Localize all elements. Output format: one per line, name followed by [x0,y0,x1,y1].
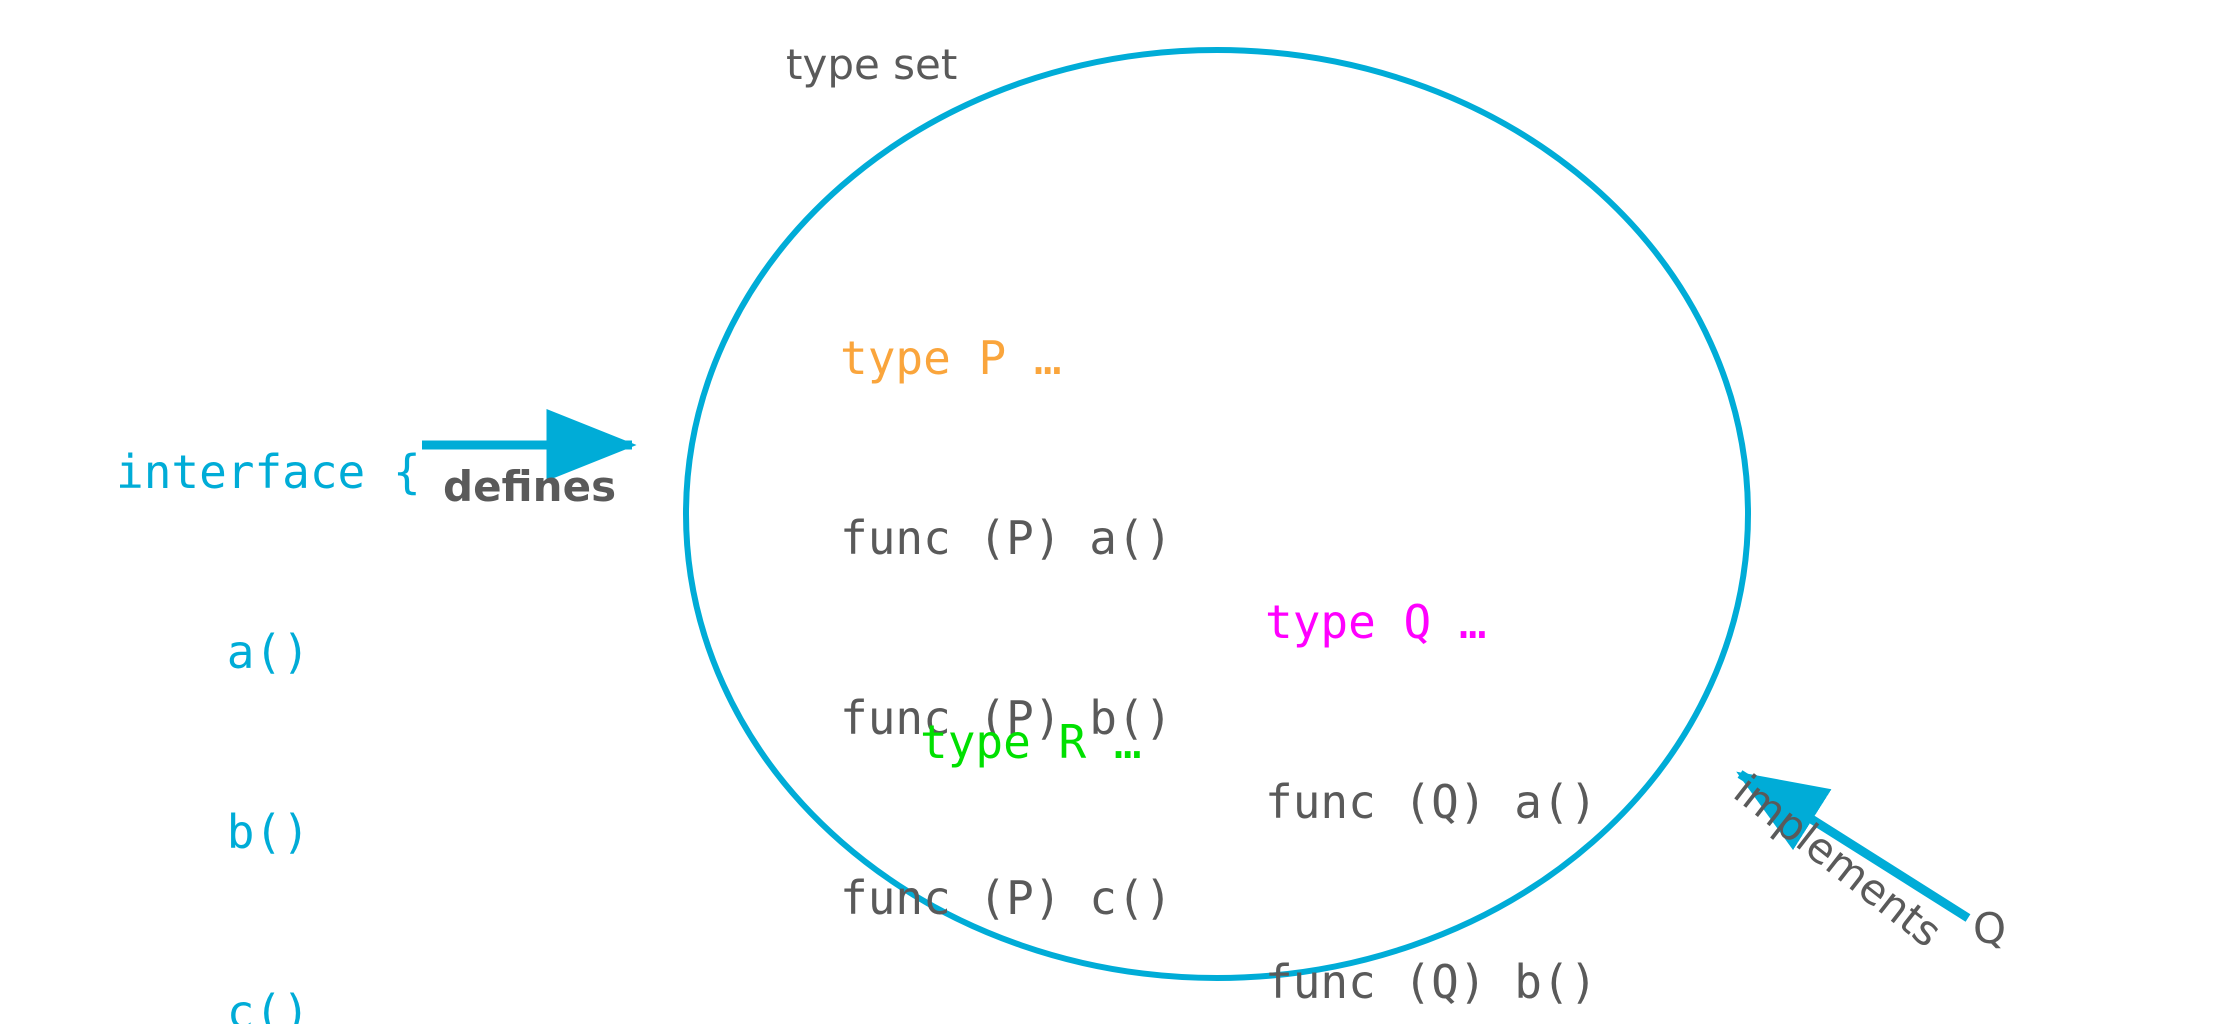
type-q-block: type Q … func (Q) a() func (Q) b() func … [1265,472,1597,1024]
type-r-block: type R … [920,592,1142,892]
type-q-method-0: func (Q) a() [1265,775,1598,829]
type-set-ellipse [683,47,1751,981]
implements-source-label: Q [1973,904,2007,953]
interface-line-3: c() [116,985,310,1024]
type-set-label: type set [786,40,958,89]
type-p-method-1: func (P) b() [840,691,1173,745]
interface-line-2: b() [116,805,310,859]
type-p-method-2: func (P) c() [840,871,1173,925]
defines-label: defines [443,462,617,511]
type-r-heading: type R … [920,715,1142,769]
interface-line-0: interface { [116,445,421,499]
type-p-method-0: func (P) a() [840,511,1173,565]
type-q-method-1: func (Q) b() [1265,955,1598,1009]
type-q-heading: type Q … [1265,595,1487,649]
implements-arrow [1736,770,1971,922]
interface-line-1: a() [116,625,310,679]
interface-literal-block: interface { a() b() c() } [116,322,421,1024]
type-p-heading: type P … [840,331,1062,385]
type-p-block: type P … func (P) a() func (P) b() func … [840,208,1172,1024]
